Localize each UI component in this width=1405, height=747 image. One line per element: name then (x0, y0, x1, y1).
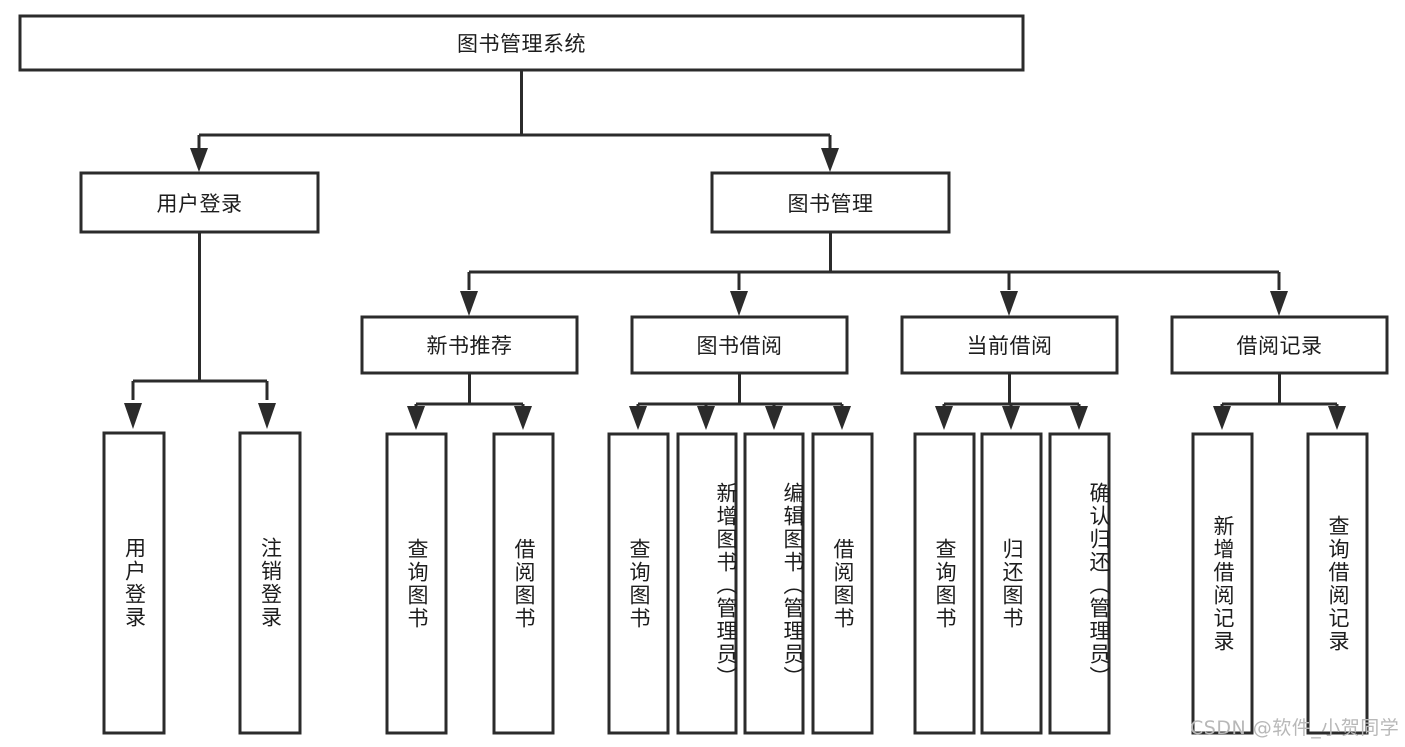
arrowhead-book-management (821, 148, 839, 172)
node-leaf-borrow-book-2-box[interactable] (811, 432, 874, 735)
arrowhead-leaf-add-book (697, 406, 715, 430)
node-book-borrow-box[interactable] (630, 315, 849, 375)
arrowhead-leaf-query-record (1328, 406, 1346, 430)
arrowhead-leaf-edit-book (765, 406, 783, 430)
node-leaf-return-book-box[interactable] (980, 432, 1043, 735)
arrowhead-leaf-borrow-book-1 (514, 406, 532, 430)
node-book-management-box[interactable] (710, 171, 951, 234)
node-current-borrow-box[interactable] (900, 315, 1119, 375)
arrowhead-current-borrow (1000, 291, 1018, 316)
arrowhead-leaf-return-book (1002, 406, 1020, 430)
arrowhead-user-login (190, 148, 208, 172)
node-leaf-query-book-1-box[interactable] (385, 432, 448, 735)
node-user-login-box[interactable] (79, 171, 320, 234)
node-leaf-edit-book-box[interactable] (743, 432, 805, 735)
arrowhead-leaf-query-book-2 (629, 406, 647, 430)
node-borrow-record-box[interactable] (1170, 315, 1389, 375)
node-leaf-borrow-book-1-box[interactable] (492, 432, 555, 735)
node-leaf-confirm-return-box[interactable] (1048, 432, 1111, 735)
node-leaf-add-book-box[interactable] (676, 432, 738, 735)
arrowhead-leaf-borrow-book-2 (833, 406, 851, 430)
arrowhead-book-borrow (730, 291, 748, 316)
arrowhead-leaf-user-logout (258, 403, 276, 429)
node-leaf-user-logout-box[interactable] (238, 431, 302, 735)
node-root-box[interactable] (18, 14, 1025, 72)
node-leaf-query-record-box[interactable] (1306, 432, 1369, 735)
arrowhead-new-book-recommend (460, 291, 478, 316)
arrowhead-borrow-record (1270, 291, 1288, 316)
node-leaf-query-book-2-box[interactable] (607, 432, 670, 735)
node-leaf-user-login-box[interactable] (102, 431, 166, 735)
node-leaf-query-book-3-box[interactable] (913, 432, 976, 735)
arrowhead-leaf-confirm-return (1070, 406, 1088, 430)
arrowhead-leaf-user-login (124, 403, 142, 429)
node-leaf-add-record-box[interactable] (1191, 432, 1254, 735)
arrowhead-leaf-query-book-1 (407, 406, 425, 430)
arrowhead-leaf-add-record (1213, 406, 1231, 430)
node-new-book-recommend-box[interactable] (360, 315, 579, 375)
arrowhead-leaf-query-book-3 (935, 406, 953, 430)
csdn-watermark: CSDN @软件_小贺同学 (1190, 717, 1400, 739)
